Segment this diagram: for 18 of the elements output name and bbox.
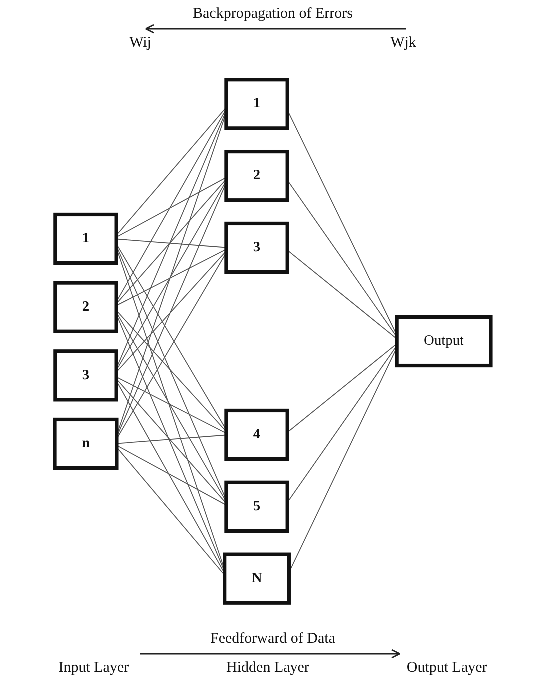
node-box: Output — [395, 315, 493, 368]
node-box: 1 — [224, 78, 290, 130]
node-box: 3 — [224, 222, 290, 274]
node-box: n — [53, 418, 119, 470]
direction-label: Backpropagation of Errors — [193, 6, 353, 23]
layer-label: Output Layer — [406, 660, 488, 677]
layer-label: Input Layer — [58, 660, 130, 677]
layer-label: Hidden Layer — [226, 660, 310, 677]
direction-label: Feedforward of Data — [210, 631, 336, 648]
node-box: 1 — [54, 212, 118, 266]
node-box: 5 — [224, 480, 290, 533]
node-box: 3 — [54, 350, 118, 402]
node-box: 2 — [224, 150, 290, 202]
weight-label: Wjk — [390, 35, 416, 52]
node-box: N — [223, 552, 291, 605]
node-box: 2 — [54, 281, 118, 334]
node-box: 4 — [224, 408, 290, 462]
weight-label: Wij — [130, 35, 152, 52]
